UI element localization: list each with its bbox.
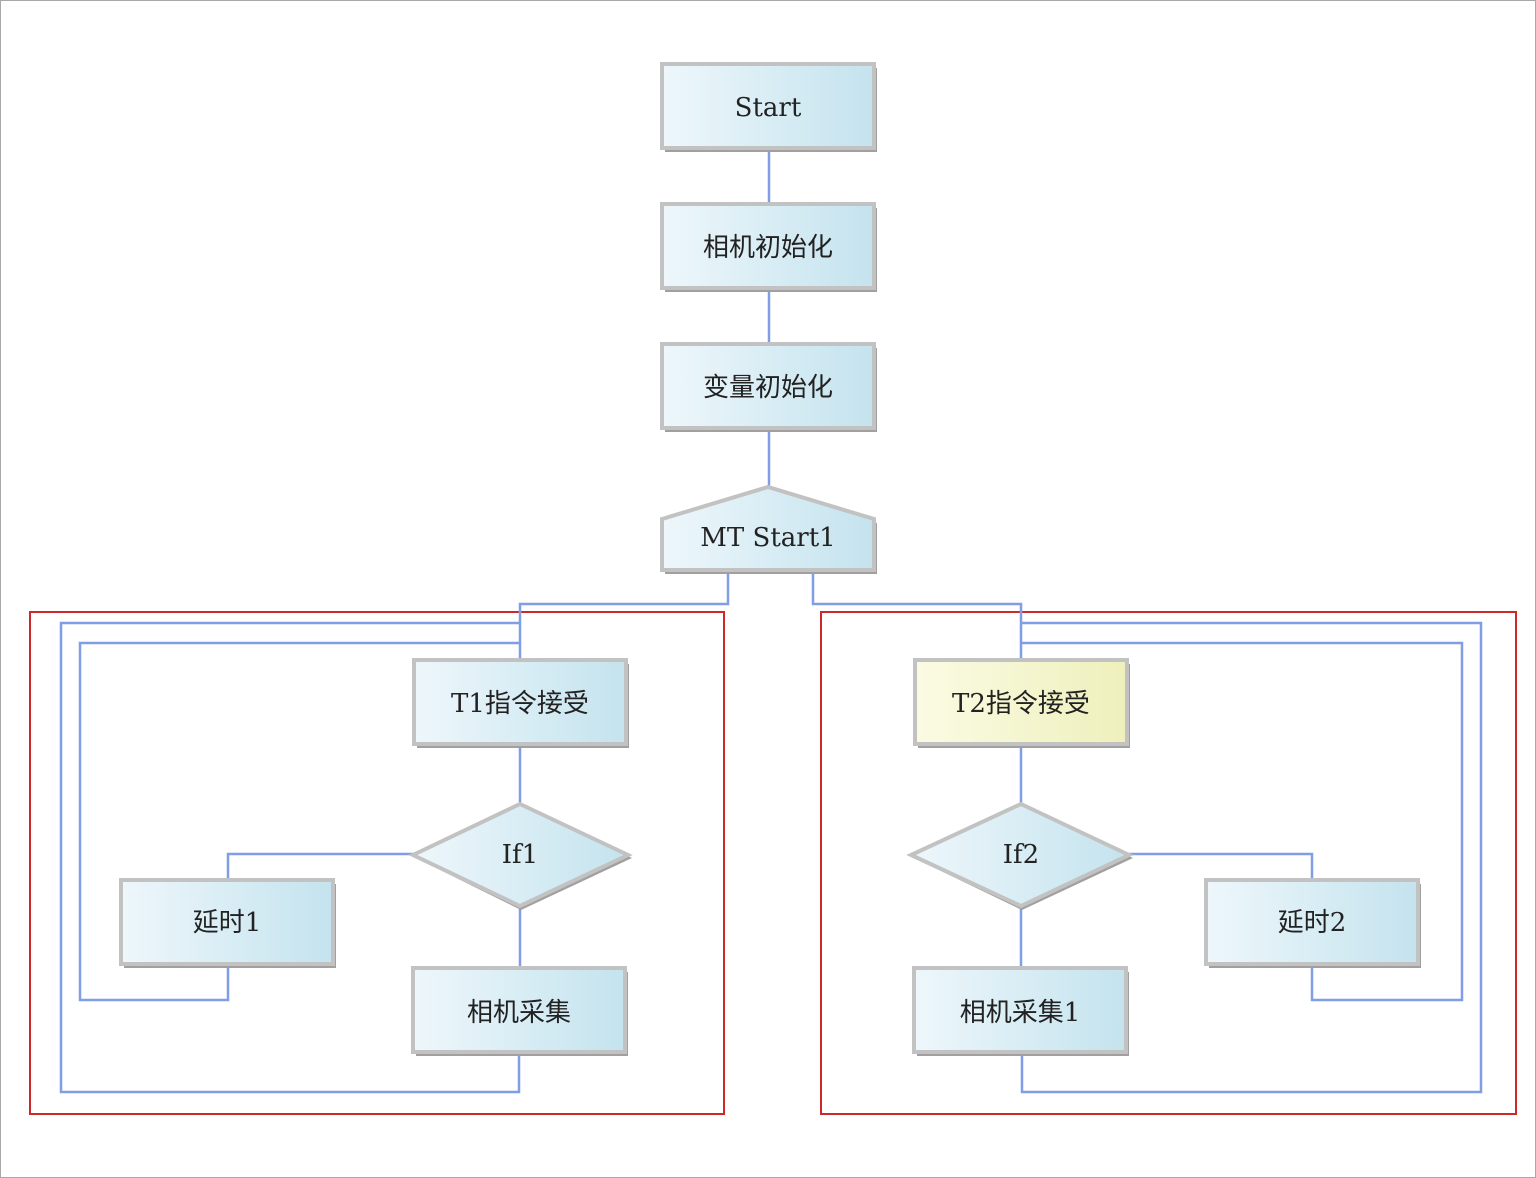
node-if2-label: If2 [1003,840,1039,870]
node-camera-capture[interactable]: 相机采集 [411,966,628,1056]
loop-delay1-to-t1 [78,641,520,1002]
node-t1-receive-label: T1指令接受 [451,689,589,719]
node-camera-capture1[interactable]: 相机采集1 [912,966,1129,1056]
node-start[interactable]: Start [660,62,877,152]
node-camera-capture1-label: 相机采集1 [960,998,1081,1028]
node-delay1[interactable]: 延时1 [119,878,336,968]
node-camera-capture-label: 相机采集 [467,998,571,1028]
loop-capture1-to-t2 [1020,621,1483,1094]
thread-1-group [29,611,725,1115]
connector-if1-to-delay1 [226,852,413,882]
node-t2-receive[interactable]: T2指令接受 [913,658,1130,748]
node-t1-receive[interactable]: T1指令接受 [412,658,629,748]
node-camera-init[interactable]: 相机初始化 [660,202,877,292]
node-delay1-label: 延时1 [193,908,262,938]
node-if1-label: If1 [502,840,538,870]
node-if2[interactable]: If2 [906,801,1134,910]
node-start-label: Start [735,93,802,123]
node-var-init[interactable]: 变量初始化 [660,342,877,432]
node-camera-init-label: 相机初始化 [703,233,833,263]
node-if1[interactable]: If1 [408,801,633,910]
node-delay2-label: 延时2 [1278,908,1347,938]
connector-mt-start-to-t1 [518,572,730,662]
node-mt-start[interactable]: MT Start1 [660,484,877,574]
loop-delay2-to-t2 [1021,641,1464,1002]
loop-capture-to-t1 [59,621,521,1094]
connector-mt-start-to-t2 [811,572,1023,662]
node-var-init-label: 变量初始化 [703,373,833,403]
connector-if2-to-delay2 [1127,852,1314,882]
node-delay2[interactable]: 延时2 [1204,878,1421,968]
node-t2-receive-label: T2指令接受 [952,689,1090,719]
node-mt-start-label: MT Start1 [700,523,835,553]
thread-2-group [820,611,1517,1115]
connectors [59,150,1483,1094]
